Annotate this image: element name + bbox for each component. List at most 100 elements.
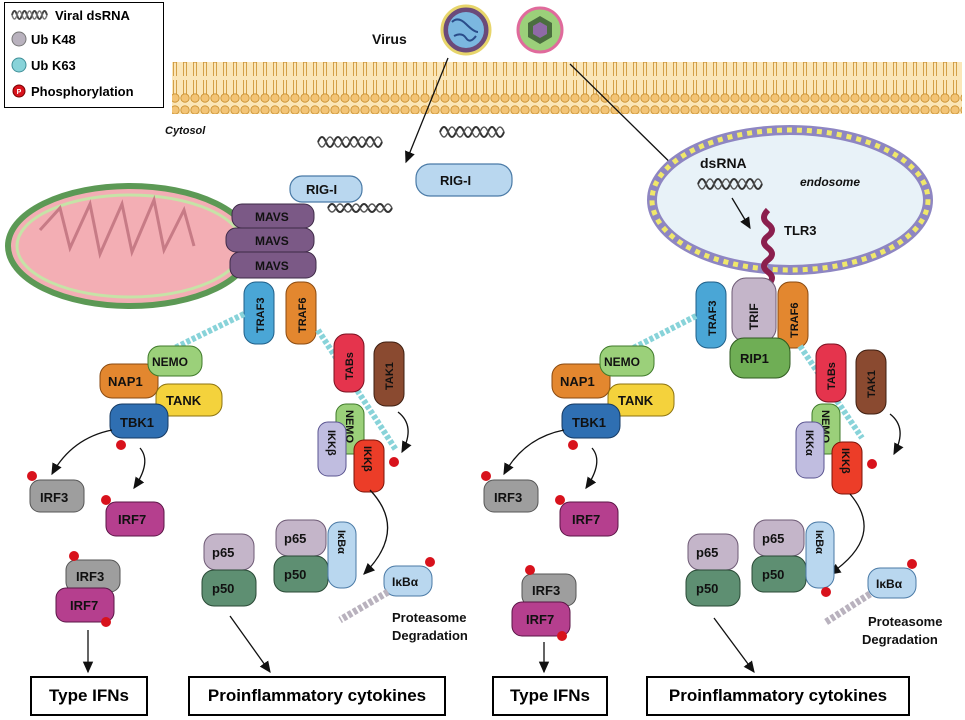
tbk1-label-right: TBK1 xyxy=(572,415,606,430)
endosome-dsrna-icon xyxy=(697,178,763,190)
degradation-label-right: Degradation xyxy=(862,632,938,647)
virus-2-icon xyxy=(516,6,564,54)
irf3-label-right: IRF3 xyxy=(494,490,522,505)
tabs-right xyxy=(815,343,847,403)
tak1-label-right: TAK1 xyxy=(866,370,878,398)
rip1-label-right: RIP1 xyxy=(740,351,769,366)
p65-label-left-1: p65 xyxy=(284,531,306,546)
endosome-dsrna-label: dsRNA xyxy=(700,155,747,171)
ub-k48-chain-left xyxy=(338,588,390,624)
nemo-label-right: NEMO xyxy=(604,355,640,369)
legend-phospho-label: Phosphorylation xyxy=(31,83,134,99)
svg-text:P: P xyxy=(17,89,22,96)
nap1-left xyxy=(99,363,159,399)
phosphorylation-icon: P xyxy=(12,84,26,98)
proteasome-label-right: Proteasome xyxy=(868,614,942,629)
phospho-tbk1-left-icon xyxy=(116,440,126,450)
tbk1-label-left: TBK1 xyxy=(120,415,154,430)
p50-label-right-2: p50 xyxy=(696,581,718,596)
tabs-label-right: TABs xyxy=(826,362,838,390)
irf7-dimer-label-left: IRF7 xyxy=(70,598,98,613)
rig-i-dsrna-icon xyxy=(327,203,393,213)
irf7-dimer-label-right: IRF7 xyxy=(526,612,554,627)
ikka-right xyxy=(795,421,825,479)
mavs-stack xyxy=(225,203,317,279)
type-ifns-box-left: Type IFNs xyxy=(30,676,148,716)
tlr3-label: TLR3 xyxy=(784,223,817,238)
cytokines-box-right: Proinflammatory cytokines xyxy=(646,676,910,716)
tak1-left xyxy=(373,341,405,407)
legend: Viral dsRNA Ub K48 Ub K63 P Phosphorylat… xyxy=(4,2,164,108)
tbk1-to-irf3-arrow-right xyxy=(503,429,565,476)
ikkb-right xyxy=(831,441,863,495)
nemo-right xyxy=(599,345,655,377)
tank-label-left: TANK xyxy=(166,393,202,408)
irf7-label-right: IRF7 xyxy=(572,512,600,527)
traf3-left xyxy=(243,281,275,345)
legend-row-phospho: P Phosphorylation xyxy=(11,83,134,99)
dsrna-to-tlr3-arrow xyxy=(731,197,751,230)
irf3-dimer-label-left: IRF3 xyxy=(76,569,104,584)
phospho-irf3-dimer-left-icon xyxy=(69,551,79,561)
ikba-degraded-label-right: IκBα xyxy=(876,577,903,591)
tbk1-right xyxy=(561,403,621,439)
ikkb-label-right: IKKβ xyxy=(839,448,851,474)
p50-label-left-1: p50 xyxy=(284,567,306,582)
rig-i-bound xyxy=(289,175,363,203)
virus-1-icon xyxy=(440,4,492,56)
tank-right xyxy=(607,383,675,417)
p65-label-right-2: p65 xyxy=(696,545,718,560)
dsrna-icon xyxy=(317,126,505,148)
p50-label-left-2: p50 xyxy=(212,581,234,596)
tbk1-to-irf7-arrow-right xyxy=(585,447,598,490)
irf7-right xyxy=(559,501,619,537)
ikkb-grey-left xyxy=(317,421,347,477)
nemo-label-left: NEMO xyxy=(152,355,188,369)
phospho-irf3-right-icon xyxy=(481,471,491,481)
phospho-ikba-right-icon xyxy=(907,559,917,569)
nap1-label-left: NAP1 xyxy=(108,374,143,389)
ikba-bound-label-right: IκBα xyxy=(813,530,825,554)
legend-dsrna-label: Viral dsRNA xyxy=(55,7,130,23)
phospho-irf7-right-icon xyxy=(555,495,565,505)
ikba-degraded-left xyxy=(383,565,433,597)
virus-label: Virus xyxy=(372,31,407,47)
p50-free-right xyxy=(685,569,741,607)
rig-i-free xyxy=(415,163,513,197)
irf3-right xyxy=(483,479,539,513)
tbk1-left xyxy=(109,403,169,439)
tabs-label-left: TABs xyxy=(344,352,356,380)
p65-label-right-1: p65 xyxy=(762,531,784,546)
legend-row-ub-k48: Ub K48 xyxy=(11,31,76,47)
ikba-bound-label-left: IκBα xyxy=(335,530,347,554)
phospho-tbk1-right-icon xyxy=(568,440,578,450)
phospho-ikkb-left-icon xyxy=(389,457,399,467)
mavs-label-1: MAVS xyxy=(255,210,289,224)
ikba-bound-right xyxy=(805,521,835,589)
ikba-bound-left xyxy=(327,521,357,589)
tak1-to-ikk-arrow-right xyxy=(889,413,904,456)
irf3-left xyxy=(29,479,85,513)
trif-label-right: TRIF xyxy=(747,303,761,330)
irf7-left xyxy=(105,501,165,537)
endosome-label: endosome xyxy=(800,175,860,189)
phospho-ikba-bound-right-icon xyxy=(821,587,831,597)
p50-label-right-1: p50 xyxy=(762,567,784,582)
nfkb-to-cytokines-arrow-left xyxy=(229,615,271,674)
type-ifns-box-right: Type IFNs xyxy=(492,676,608,716)
legend-row-ub-k63: Ub K63 xyxy=(11,57,76,73)
traf6-left xyxy=(285,281,317,345)
cytosol-label: Cytosol xyxy=(165,125,206,137)
p50-free-left xyxy=(201,569,257,607)
phospho-irf7-dimer-right-icon xyxy=(557,631,567,641)
phospho-irf3-left-icon xyxy=(27,471,37,481)
dsrna-icon xyxy=(11,10,48,20)
ikba-degraded-right xyxy=(867,567,917,599)
traf6-label-right: TRAF6 xyxy=(789,303,801,338)
nap1-right xyxy=(551,363,611,399)
tak1-label-left: TAK1 xyxy=(384,362,396,390)
ub-k48-chain-right xyxy=(824,591,872,625)
traf3-label-right: TRAF3 xyxy=(707,301,719,336)
ikba-degraded-label-left: IκBα xyxy=(392,575,419,589)
